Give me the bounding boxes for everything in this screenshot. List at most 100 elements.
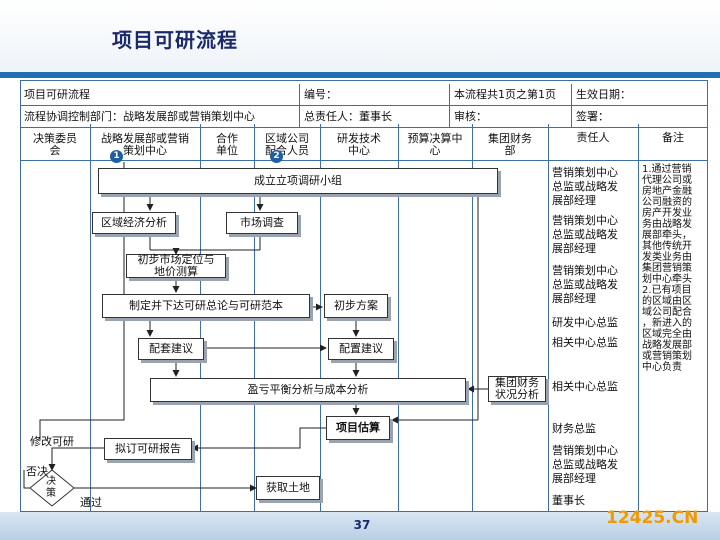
lane-header-responsible: 责任人: [548, 131, 638, 161]
lane-header-line: 战略发展部或营销: [101, 132, 189, 145]
responsible-line: 总监或战略发: [552, 180, 618, 193]
connector: [23, 470, 30, 489]
lane-header-line: 单位: [216, 144, 238, 157]
page-title: 项目可研流程: [112, 28, 238, 52]
responsible-line: 营销策划中心: [552, 166, 618, 179]
step-configuration-advice: 配置建议: [328, 338, 394, 360]
process-name: 项目可研流程: [20, 84, 300, 106]
lane-header-line: 预算决算中: [407, 132, 463, 145]
note-line: ，新进入的: [642, 318, 692, 329]
step-draft-report: 拟订可研报告: [104, 438, 192, 460]
lane-header-strategy: 战略发展部或营销 策划中心: [90, 131, 200, 161]
step-group-finance-analysis: 集团财务 状况分析: [488, 376, 546, 402]
responsible-entry: 相关中心总监: [552, 336, 634, 350]
step-text-line: 状况分析: [495, 388, 539, 401]
responsible-entry: 董事长: [552, 494, 634, 508]
decision-label-top: 决: [46, 476, 56, 487]
note-line: 公司融资的: [642, 197, 692, 208]
lane-header-line: 决策委员: [33, 132, 77, 145]
responsible-line: 展部经理: [552, 292, 596, 305]
title-stripe: [0, 72, 720, 78]
lane-divider: [320, 124, 321, 512]
step-text-line: 集团财务: [495, 376, 539, 389]
signature: 签署：: [576, 110, 609, 123]
notes-column: 1.通过营销代理公司或房地产金融公司融资的房产开发业务由战略发展部牵头，其他传统…: [642, 164, 702, 373]
responsible-line: 总监或战略发: [552, 278, 618, 291]
chief-owner: 总责任人：董事长: [300, 106, 450, 128]
page-count: 本流程共1页之第1页: [450, 84, 572, 106]
note-line: 2.已有项目: [642, 285, 692, 296]
lane-divider: [472, 124, 473, 512]
lane-divider: [200, 124, 201, 512]
coordinating-dept: 流程协调控制部门：战略发展部或营销策划中心: [20, 106, 300, 128]
note-line: 集团营销策: [642, 263, 692, 274]
responsible-entry: 营销策划中心总监或战略发展部经理: [552, 166, 634, 208]
header-row-2: 流程协调控制部门：战略发展部或营销策划中心 总责任人：董事长 审核： 签署：: [20, 106, 708, 128]
step-form-team: 成立立项调研小组: [98, 168, 498, 194]
label-reject: 否决: [26, 465, 48, 478]
lane-divider: [548, 124, 549, 512]
lane-header-budget: 预算决算中 心: [398, 131, 472, 161]
step-text-line: 地价测算: [154, 265, 198, 278]
bottom-band: [0, 512, 720, 540]
lane-header-bottom: [20, 160, 708, 161]
lane-header-partner: 合作 单位: [200, 131, 254, 161]
lane-header-committee: 决策委员 会: [20, 131, 90, 161]
header-row-1: 项目可研流程 编号： 本流程共1页之第1页 生效日期：: [20, 84, 708, 106]
responsible-entry: 营销策划中心总监或战略发展部经理: [552, 214, 634, 256]
step-regional-economy: 区域经济分析: [92, 212, 176, 234]
step-badge-1: 1: [110, 150, 123, 163]
note-line: 房地产金融: [642, 186, 692, 197]
step-supporting-advice: 配套建议: [138, 338, 204, 360]
responsible-line: 营销策划中心: [552, 214, 618, 227]
note-line: 发类业务由: [642, 252, 692, 263]
lane-header-line: 部: [504, 144, 516, 157]
step-acquire-land: 获取土地: [256, 476, 320, 500]
responsible-entry: 相关中心总监: [552, 380, 634, 394]
responsible-entry: 营销策划中心总监或战略发展部经理: [552, 444, 634, 486]
note-line: 展部牵头，: [642, 230, 692, 241]
lane-divider: [90, 124, 91, 512]
label-revise: 修改可研: [30, 435, 74, 448]
lane-divider: [398, 124, 399, 512]
decision-diamond: [29, 469, 75, 507]
step-market-positioning: 初步市场定位与 地价测算: [126, 254, 226, 278]
watermark-logo: 12425.CN: [606, 508, 699, 528]
decision-label-bottom: 策: [46, 488, 56, 499]
responsible-entry: 财务总监: [552, 422, 634, 436]
note-line: 或营销策划: [642, 351, 692, 362]
responsible-line: 总监或战略发: [552, 458, 618, 471]
responsible-line: 相关中心总监: [552, 336, 618, 349]
connector: [48, 447, 110, 471]
responsible-line: 展部经理: [552, 242, 596, 255]
lane-header-line: 集团财务: [488, 132, 532, 145]
review: 审核：: [450, 106, 572, 128]
process-number: 编号：: [300, 84, 450, 106]
lane-header-line: 心: [429, 144, 441, 157]
note-line: 中心负责: [642, 362, 682, 373]
lane-header-line: 合作: [216, 132, 238, 145]
responsible-line: 展部经理: [552, 194, 596, 207]
step-market-survey: 市场调查: [226, 212, 298, 234]
note-line: 域公司配合: [642, 307, 692, 318]
label-pass: 通过: [80, 496, 102, 509]
responsible-line: 营销策划中心: [552, 264, 618, 277]
connector: [39, 162, 125, 440]
step-preliminary-plan: 初步方案: [324, 294, 388, 318]
lane-header-line: 会: [49, 144, 61, 157]
note-line: 代理公司或: [642, 175, 692, 186]
page-number: 37: [353, 518, 371, 532]
note-line: 战略发展部: [642, 340, 692, 351]
step-badge-2: 2: [270, 150, 283, 163]
note-line: 的区域由区: [642, 296, 692, 307]
responsible-line: 相关中心总监: [552, 380, 618, 393]
responsible-line: 董事长: [552, 494, 585, 507]
lane-divider: [254, 124, 255, 512]
lane-header-finance: 集团财务 部: [472, 131, 548, 161]
responsible-line: 展部经理: [552, 472, 596, 485]
step-text-line: 初步市场定位与: [137, 253, 215, 266]
step-feasibility-template: 制定并下达可研总论与可研范本: [102, 294, 310, 318]
step-breakeven-cost-analysis: 盈亏平衡分析与成本分析: [150, 378, 466, 402]
connector: [191, 427, 326, 452]
